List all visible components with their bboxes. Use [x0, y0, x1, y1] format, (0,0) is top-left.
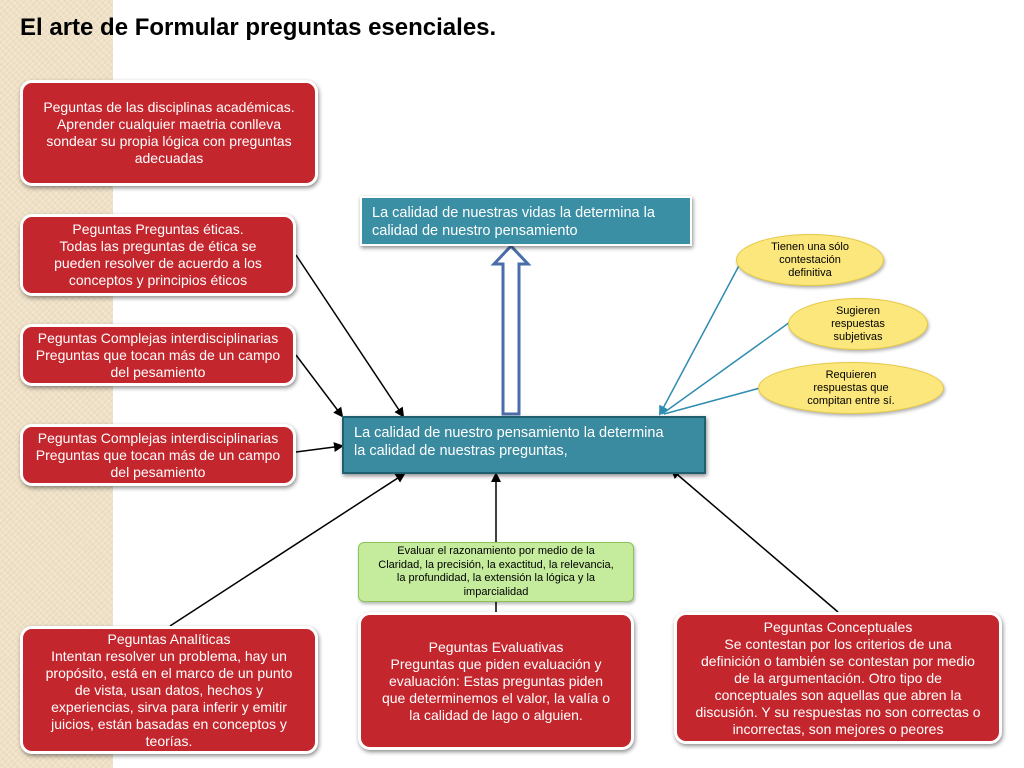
connector-ellipse-2 [661, 321, 791, 415]
box-preguntas-eticas: Peguntas Preguntas éticas. Todas las pre… [20, 214, 296, 296]
box-complejas-1-text: Peguntas Complejas interdisciplinarias P… [35, 329, 281, 380]
box-preguntas-analiticas: Peguntas Analíticas Intentan resolver un… [20, 626, 318, 754]
connector-eticas [295, 254, 405, 418]
box-preguntas-analiticas-text: Peguntas Analíticas Intentan resolver un… [45, 630, 293, 749]
box-disciplinas-academicas: Peguntas de las disciplinas académicas. … [20, 80, 318, 186]
top-statement-box: La calidad de nuestras vidas la determin… [360, 196, 692, 246]
box-disciplinas-academicas-text: Peguntas de las disciplinas académicas. … [43, 99, 295, 166]
connector-complejas-1 [295, 354, 344, 418]
page-title: El arte de Formular preguntas esenciales… [20, 14, 497, 41]
connector-ellipse-3 [663, 387, 761, 415]
connector-analiticas [169, 472, 406, 627]
connector-conceptuales [670, 468, 839, 613]
connector-ellipse-1 [659, 259, 743, 416]
box-complejas-interdisciplinarias-2: Peguntas Complejas interdisciplinarias P… [20, 424, 296, 486]
big-up-arrow [490, 243, 532, 416]
ellipse-respuestas-subjetivas: Sugieren respuestas subjetivas [788, 298, 928, 350]
box-preguntas-conceptuales: Peguntas Conceptuales Se contestan por l… [674, 612, 1002, 744]
box-complejas-interdisciplinarias-1: Peguntas Complejas interdisciplinarias P… [20, 324, 296, 386]
box-preguntas-conceptuales-text: Peguntas Conceptuales Se contestan por l… [695, 618, 981, 737]
green-note-evaluar-razonamiento: Evaluar el razonamiento por medio de la … [358, 542, 634, 602]
box-complejas-2-text: Peguntas Complejas interdisciplinarias P… [35, 429, 281, 480]
box-preguntas-evaluativas-text: Peguntas Evaluativas Preguntas que piden… [381, 638, 610, 723]
box-preguntas-eticas-text: Peguntas Preguntas éticas. Todas las pre… [54, 221, 262, 288]
ellipse-contestacion-definitiva: Tienen una sólo contestación definitiva [736, 234, 884, 286]
ellipse-respuestas-compitan: Requieren respuestas que compitan entre … [758, 362, 944, 414]
connector-complejas-2 [295, 442, 344, 453]
box-preguntas-evaluativas: Peguntas Evaluativas Preguntas que piden… [358, 612, 634, 750]
center-statement-box: La calidad de nuestro pensamiento la det… [342, 416, 706, 474]
